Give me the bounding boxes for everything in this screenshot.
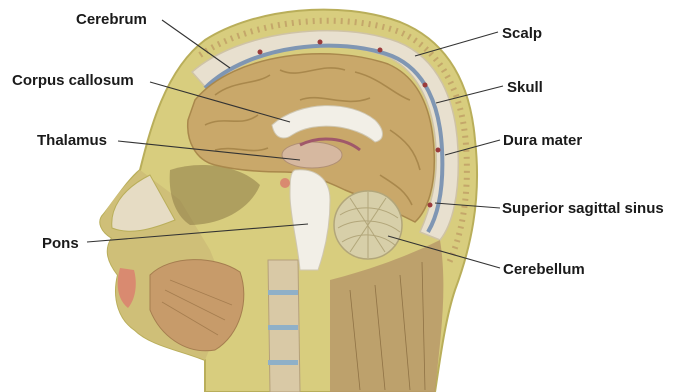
label-cerebellum: Cerebellum bbox=[503, 261, 585, 278]
thalamus-shape bbox=[282, 142, 342, 168]
cerebellum-shape bbox=[334, 191, 402, 259]
label-corpus-callosum: Corpus callosum bbox=[12, 72, 134, 89]
pituitary bbox=[280, 178, 290, 188]
label-superior-sagittal-sinus: Superior sagittal sinus bbox=[502, 200, 664, 217]
head-illustration bbox=[100, 10, 477, 392]
label-skull: Skull bbox=[507, 79, 543, 96]
label-cerebrum: Cerebrum bbox=[76, 11, 147, 28]
label-pons: Pons bbox=[42, 235, 79, 252]
label-scalp: Scalp bbox=[502, 25, 542, 42]
label-dura-mater: Dura mater bbox=[503, 132, 582, 149]
label-thalamus: Thalamus bbox=[37, 132, 107, 149]
